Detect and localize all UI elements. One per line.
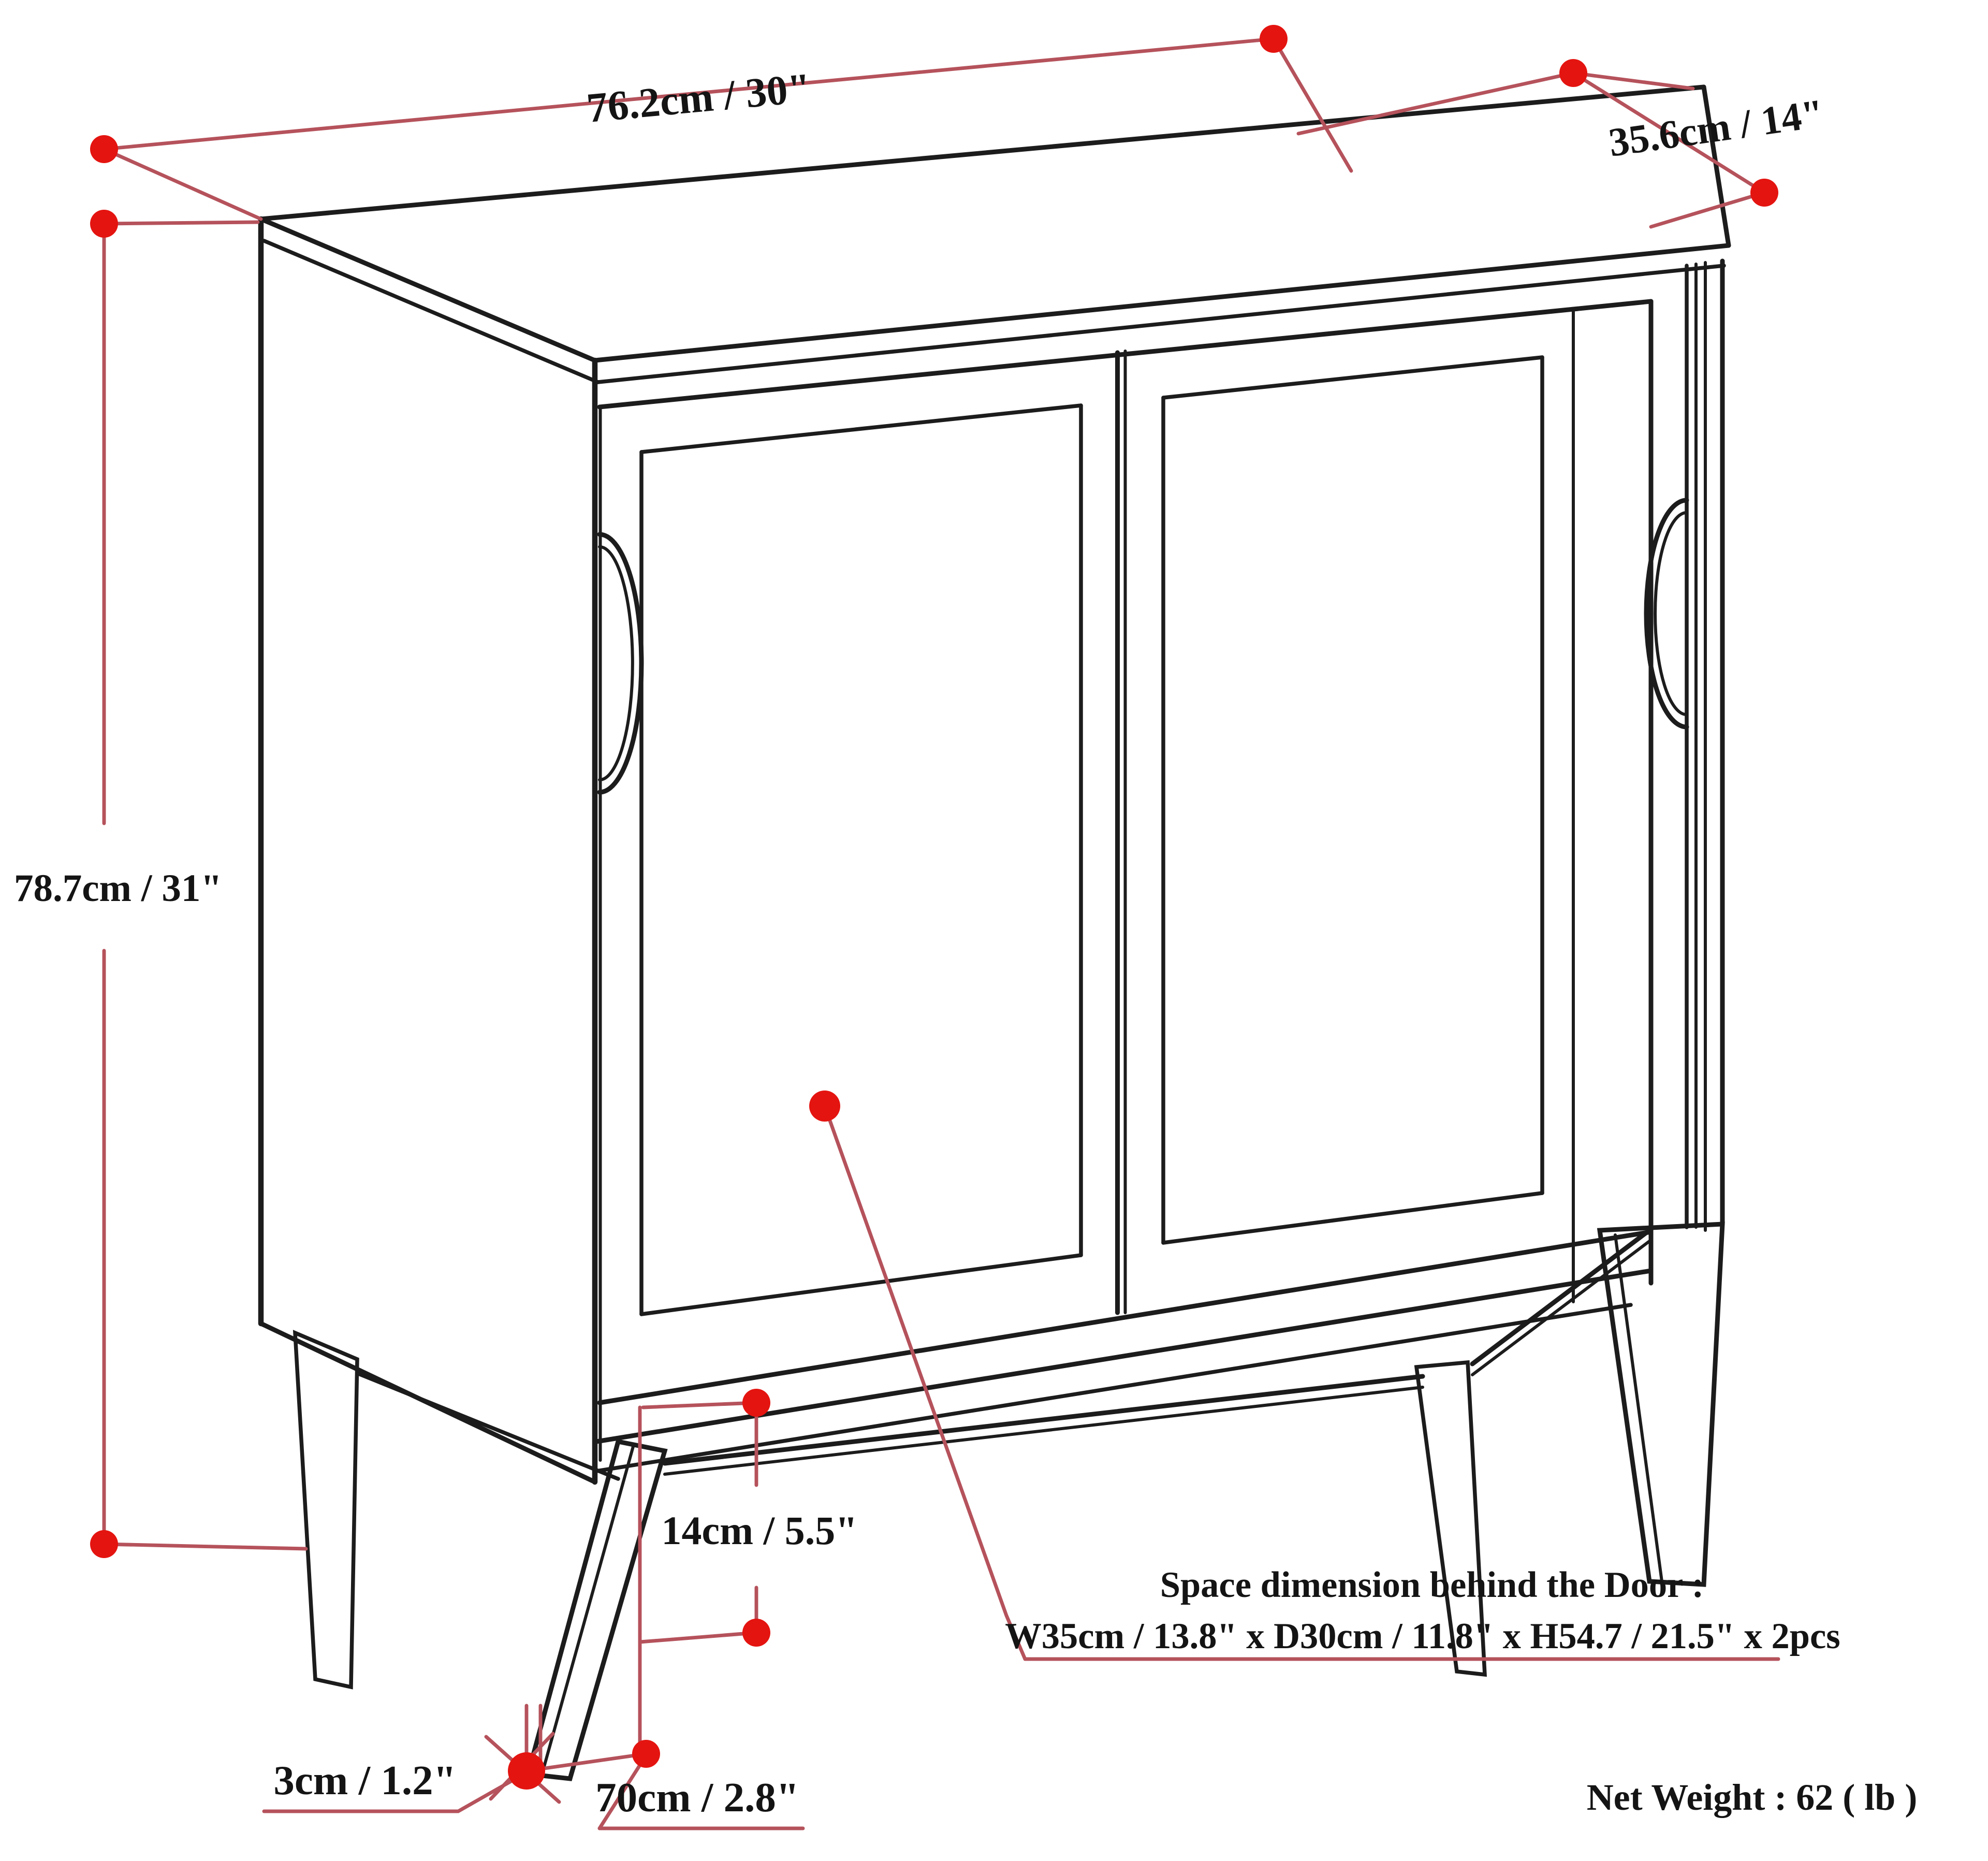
space-note-leader	[823, 1104, 1027, 1661]
dot-height-top	[90, 210, 118, 238]
height-leader-bottom	[102, 1542, 308, 1551]
net-weight-label: Net Weight : 62 ( lb )	[1587, 1777, 1918, 1818]
dot-offset	[632, 1740, 660, 1768]
right-door-panel-top	[1161, 355, 1544, 400]
depth-dimension-line	[1571, 71, 1766, 195]
offset-label: 70cm / 2.8"	[595, 1774, 799, 1821]
top-right-edge	[1701, 84, 1731, 248]
depth-leader-right	[1649, 191, 1766, 229]
dimension-dots	[90, 25, 1778, 1790]
depth-leader-left	[1571, 71, 1695, 91]
leg-front-left	[525, 1438, 668, 1781]
right-door-panel-bottom	[1161, 1191, 1544, 1245]
top-slab-band-front	[596, 264, 1726, 384]
space-note-line1: Space dimension behind the Door :	[1160, 1565, 1704, 1605]
leg-height-label: 14cm / 5.5"	[661, 1508, 857, 1553]
front-base-rail-inner	[663, 1386, 1424, 1476]
labels: 76.2cm / 30" 35.6cm / 14" 78.7cm / 31" 1…	[14, 64, 1917, 1821]
dimension-lines	[102, 37, 1780, 1830]
width-leader-left	[102, 147, 263, 221]
dot-foot	[508, 1752, 545, 1790]
width-label: 76.2cm / 30"	[584, 64, 813, 132]
leg-front-left-face-line	[540, 1443, 635, 1776]
left-handle-inner	[598, 545, 634, 781]
width-dimension-line	[102, 37, 1276, 151]
left-door-panel-bottom	[639, 1253, 1083, 1316]
left-door-panel-top	[639, 403, 1083, 454]
base-frame-line	[594, 1303, 1633, 1473]
top-back-edge	[258, 84, 1706, 222]
leg-offset-line	[524, 1752, 648, 1773]
leg-height-leader-top	[641, 1401, 758, 1409]
top-left-edge	[258, 216, 597, 363]
dot-height-bottom	[90, 1530, 118, 1558]
cabinet-drawing	[258, 84, 1731, 1781]
dot-depth-left	[1559, 59, 1587, 87]
width-leader-right	[1271, 37, 1353, 173]
carcass-bottom-edge	[594, 1268, 1654, 1444]
dot-width-right	[1260, 25, 1288, 53]
dot-width-left	[90, 135, 118, 163]
right-handle-icon	[1644, 498, 1689, 730]
left-handle-icon	[597, 532, 644, 795]
height-label: 78.7cm / 31"	[14, 867, 222, 910]
leg-back-right	[1597, 1222, 1725, 1587]
dot-leg-bottom	[742, 1619, 770, 1647]
dot-leg-top	[742, 1389, 770, 1417]
front-base-rail	[662, 1374, 1425, 1466]
dot-door	[809, 1091, 840, 1122]
right-handle-inner	[1654, 511, 1688, 716]
dot-depth-right	[1750, 179, 1778, 207]
foot-label: 3cm / 1.2"	[273, 1757, 456, 1804]
top-slab-band-left	[262, 239, 600, 384]
side-base-rail	[355, 1371, 620, 1481]
leg-back-right-face-line	[1614, 1233, 1663, 1583]
depth-extension	[1296, 71, 1575, 136]
right-base-rail	[1470, 1228, 1652, 1366]
top-front-edge	[592, 243, 1731, 363]
height-leader-top	[102, 220, 260, 226]
offset-label-leader	[597, 1753, 648, 1830]
door-bottom-edge	[597, 1229, 1654, 1405]
leg-back-left	[293, 1330, 359, 1690]
leg-height-leader-bottom	[638, 1631, 758, 1644]
space-note-line2: W35cm / 13.8" x D30cm / 11.8" x H54.7 / …	[1005, 1616, 1840, 1656]
leg-front-right	[1414, 1360, 1487, 1677]
